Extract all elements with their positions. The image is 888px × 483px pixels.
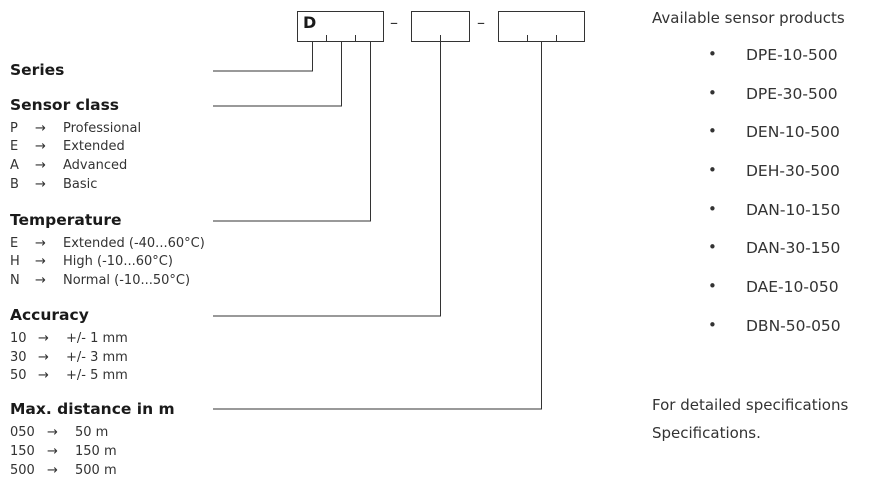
separator-2: – [477,13,485,32]
arrow-icon: → [38,350,49,365]
option-code: H [10,254,20,269]
section-title-temperature: Temperature [10,211,122,229]
product-name: DEH-30-500 [746,162,840,180]
option-code: 50 [10,368,27,383]
option-desc: +/- 5 mm [66,368,128,383]
option-code: 30 [10,350,27,365]
option-desc: Advanced [63,158,128,173]
arrow-icon: → [35,236,46,251]
bullet-icon: • [708,84,717,102]
bullet-icon: • [708,316,717,334]
option-desc: Normal (-10...50°C) [63,273,191,288]
section-title-max-distance: Max. distance in m [10,400,175,418]
bullet-icon: • [708,238,717,256]
option-desc: High (-10...60°C) [63,254,173,269]
connector-accuracy [213,41,441,317]
connector-temperature [213,41,371,222]
option-desc: Professional [63,121,142,136]
arrow-icon: → [35,139,46,154]
code-first-letter: D [303,13,317,32]
arrow-icon: → [35,121,46,136]
connector-series [213,41,313,72]
option-code: E [10,139,19,154]
footer-line-1: For detailed specifications [652,396,849,414]
option-desc: 500 m [75,463,117,478]
bullet-icon: • [708,45,717,63]
arrow-icon: → [38,331,49,346]
option-desc: Basic [63,177,98,192]
option-desc: +/- 1 mm [66,331,128,346]
product-name: DBN-50-050 [746,317,841,335]
option-desc: 150 m [75,444,117,459]
option-desc: +/- 3 mm [66,350,128,365]
option-code: E [10,236,19,251]
arrow-icon: → [35,254,46,269]
option-code: 500 [10,463,35,478]
bullet-icon: • [708,200,717,218]
bullet-icon: • [708,161,717,179]
option-code: N [10,273,20,288]
arrow-icon: → [35,273,46,288]
section-title-accuracy: Accuracy [10,306,89,324]
bullet-icon: • [708,122,717,140]
code-box-3 [498,11,585,42]
arrow-icon: → [47,444,58,459]
code-box-1 [297,11,384,42]
option-code: A [10,158,19,173]
option-code: 050 [10,425,35,440]
section-title-sensor-class: Sensor class [10,96,120,114]
product-name: DAN-30-150 [746,239,841,257]
option-code: 150 [10,444,35,459]
option-code: B [10,177,19,192]
section-title-series: Series [10,61,65,79]
arrow-icon: → [47,463,58,478]
product-name: DPE-30-500 [746,85,838,103]
connector-sensor-class [213,41,342,107]
arrow-icon: → [47,425,58,440]
separator-1: – [390,13,398,32]
option-desc: 50 m [75,425,109,440]
arrow-icon: → [35,158,46,173]
option-code: P [10,121,18,136]
arrow-icon: → [35,177,46,192]
footer-line-2: Specifications. [652,424,761,442]
option-desc: Extended (-40...60°C) [63,236,205,251]
option-desc: Extended [63,139,125,154]
connector-max-distance [213,41,542,410]
arrow-icon: → [38,368,49,383]
option-code: 10 [10,331,27,346]
bullet-icon: • [708,277,717,295]
products-title: Available sensor products [652,9,845,27]
product-name: DEN-10-500 [746,123,840,141]
product-name: DAE-10-050 [746,278,839,296]
product-name: DAN-10-150 [746,201,841,219]
product-name: DPE-10-500 [746,46,838,64]
